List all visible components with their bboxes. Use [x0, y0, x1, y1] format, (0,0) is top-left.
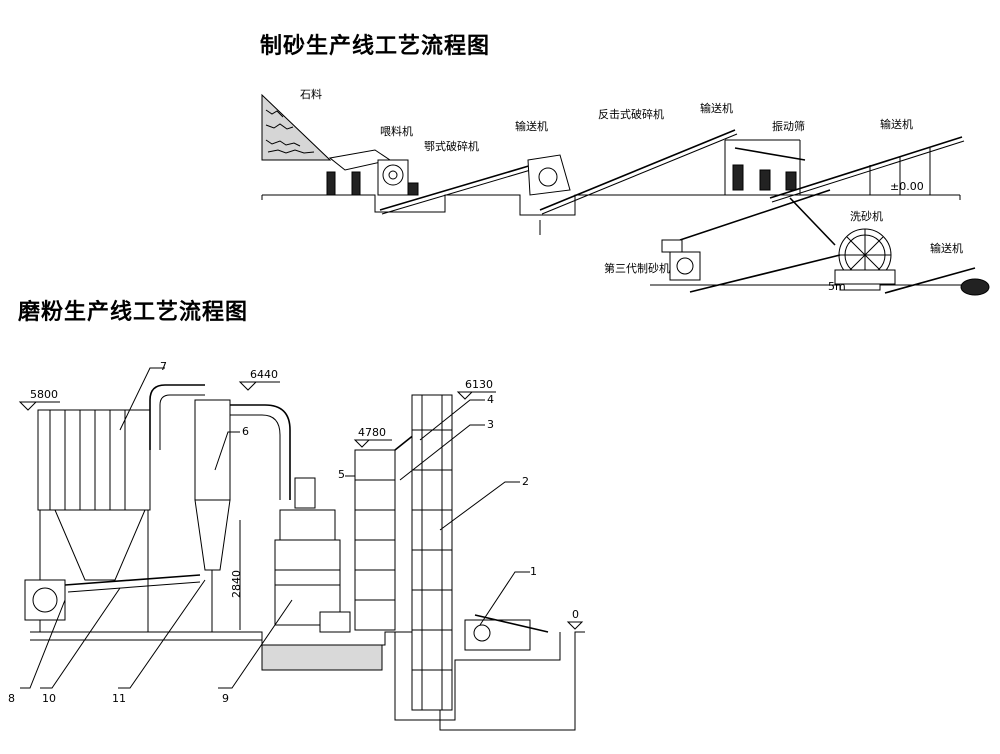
- dust-collector: [24, 409, 151, 632]
- label-conveyor-2: 输送机: [700, 101, 733, 115]
- jaw-crusher-small: [464, 614, 549, 651]
- callout-4: 4: [487, 393, 494, 406]
- callout-11: 11: [112, 692, 126, 705]
- grinding-line-title: 磨粉生产线工艺流程图: [18, 300, 249, 325]
- sand-line-title: 制砂生产线工艺流程图: [260, 34, 491, 59]
- callout-2: 2: [522, 475, 529, 488]
- callout-8: 8: [8, 692, 15, 705]
- grinding-line-diagram: 5800 6440 6130 4780 2840 0 1 2 3 4 5 6 7…: [8, 360, 585, 731]
- callout-7: 7: [160, 360, 167, 373]
- label-conveyor-3: 输送机: [880, 117, 913, 131]
- bucket-elevator: [411, 394, 453, 711]
- callout-9: 9: [222, 692, 229, 705]
- label-conveyor-1: 输送机: [515, 119, 548, 133]
- jaw-crusher: [377, 159, 419, 196]
- elevation-6130: 6130: [465, 378, 493, 391]
- label-vibrating-screen: 振动筛: [772, 119, 805, 133]
- cyclone: [194, 399, 231, 632]
- label-elevation: ±0.00: [890, 180, 924, 193]
- vibrating-screen: [724, 139, 806, 195]
- label-feeder: 喂料机: [380, 124, 413, 138]
- elevation-6440: 6440: [250, 368, 278, 381]
- stone-pile: [261, 93, 332, 161]
- elevation-4780: 4780: [358, 426, 386, 439]
- label-impact-crusher: 反击式破碎机: [598, 107, 664, 121]
- callout-leaders: [20, 367, 530, 689]
- callout-5: 5: [338, 468, 345, 481]
- elevation-2840: 2840: [230, 570, 243, 598]
- elevation-5800: 5800: [30, 388, 58, 401]
- conveyor-3: [769, 136, 963, 199]
- callout-6: 6: [242, 425, 249, 438]
- callout-1: 1: [530, 565, 537, 578]
- impact-crusher: [527, 154, 571, 235]
- conveyor-1: [379, 164, 533, 211]
- sand-line-diagram: 石料 喂料机 鄂式破碎机 输送机 反击式破碎机 输送机 振动筛 输送机 ±0.0…: [261, 87, 990, 296]
- label-sand-maker: 第三代制砂机: [604, 261, 670, 275]
- label-sand-washer: 洗砂机: [850, 209, 883, 223]
- label-conveyor-4: 输送机: [930, 241, 963, 255]
- elevation-0: 0: [572, 608, 579, 621]
- callout-3: 3: [487, 418, 494, 431]
- sand-washer: [834, 228, 896, 285]
- label-depth: 5m: [828, 280, 846, 293]
- label-stone: 石料: [300, 87, 322, 101]
- sand-maker: [661, 239, 701, 281]
- hopper-frame: [354, 429, 421, 631]
- raymond-mill: [274, 477, 351, 633]
- callout-10: 10: [42, 692, 56, 705]
- elevation-markers: [18, 381, 584, 630]
- label-jaw-crusher: 鄂式破碎机: [424, 139, 479, 153]
- conveyor-2: [539, 129, 736, 211]
- feeder: [326, 149, 392, 196]
